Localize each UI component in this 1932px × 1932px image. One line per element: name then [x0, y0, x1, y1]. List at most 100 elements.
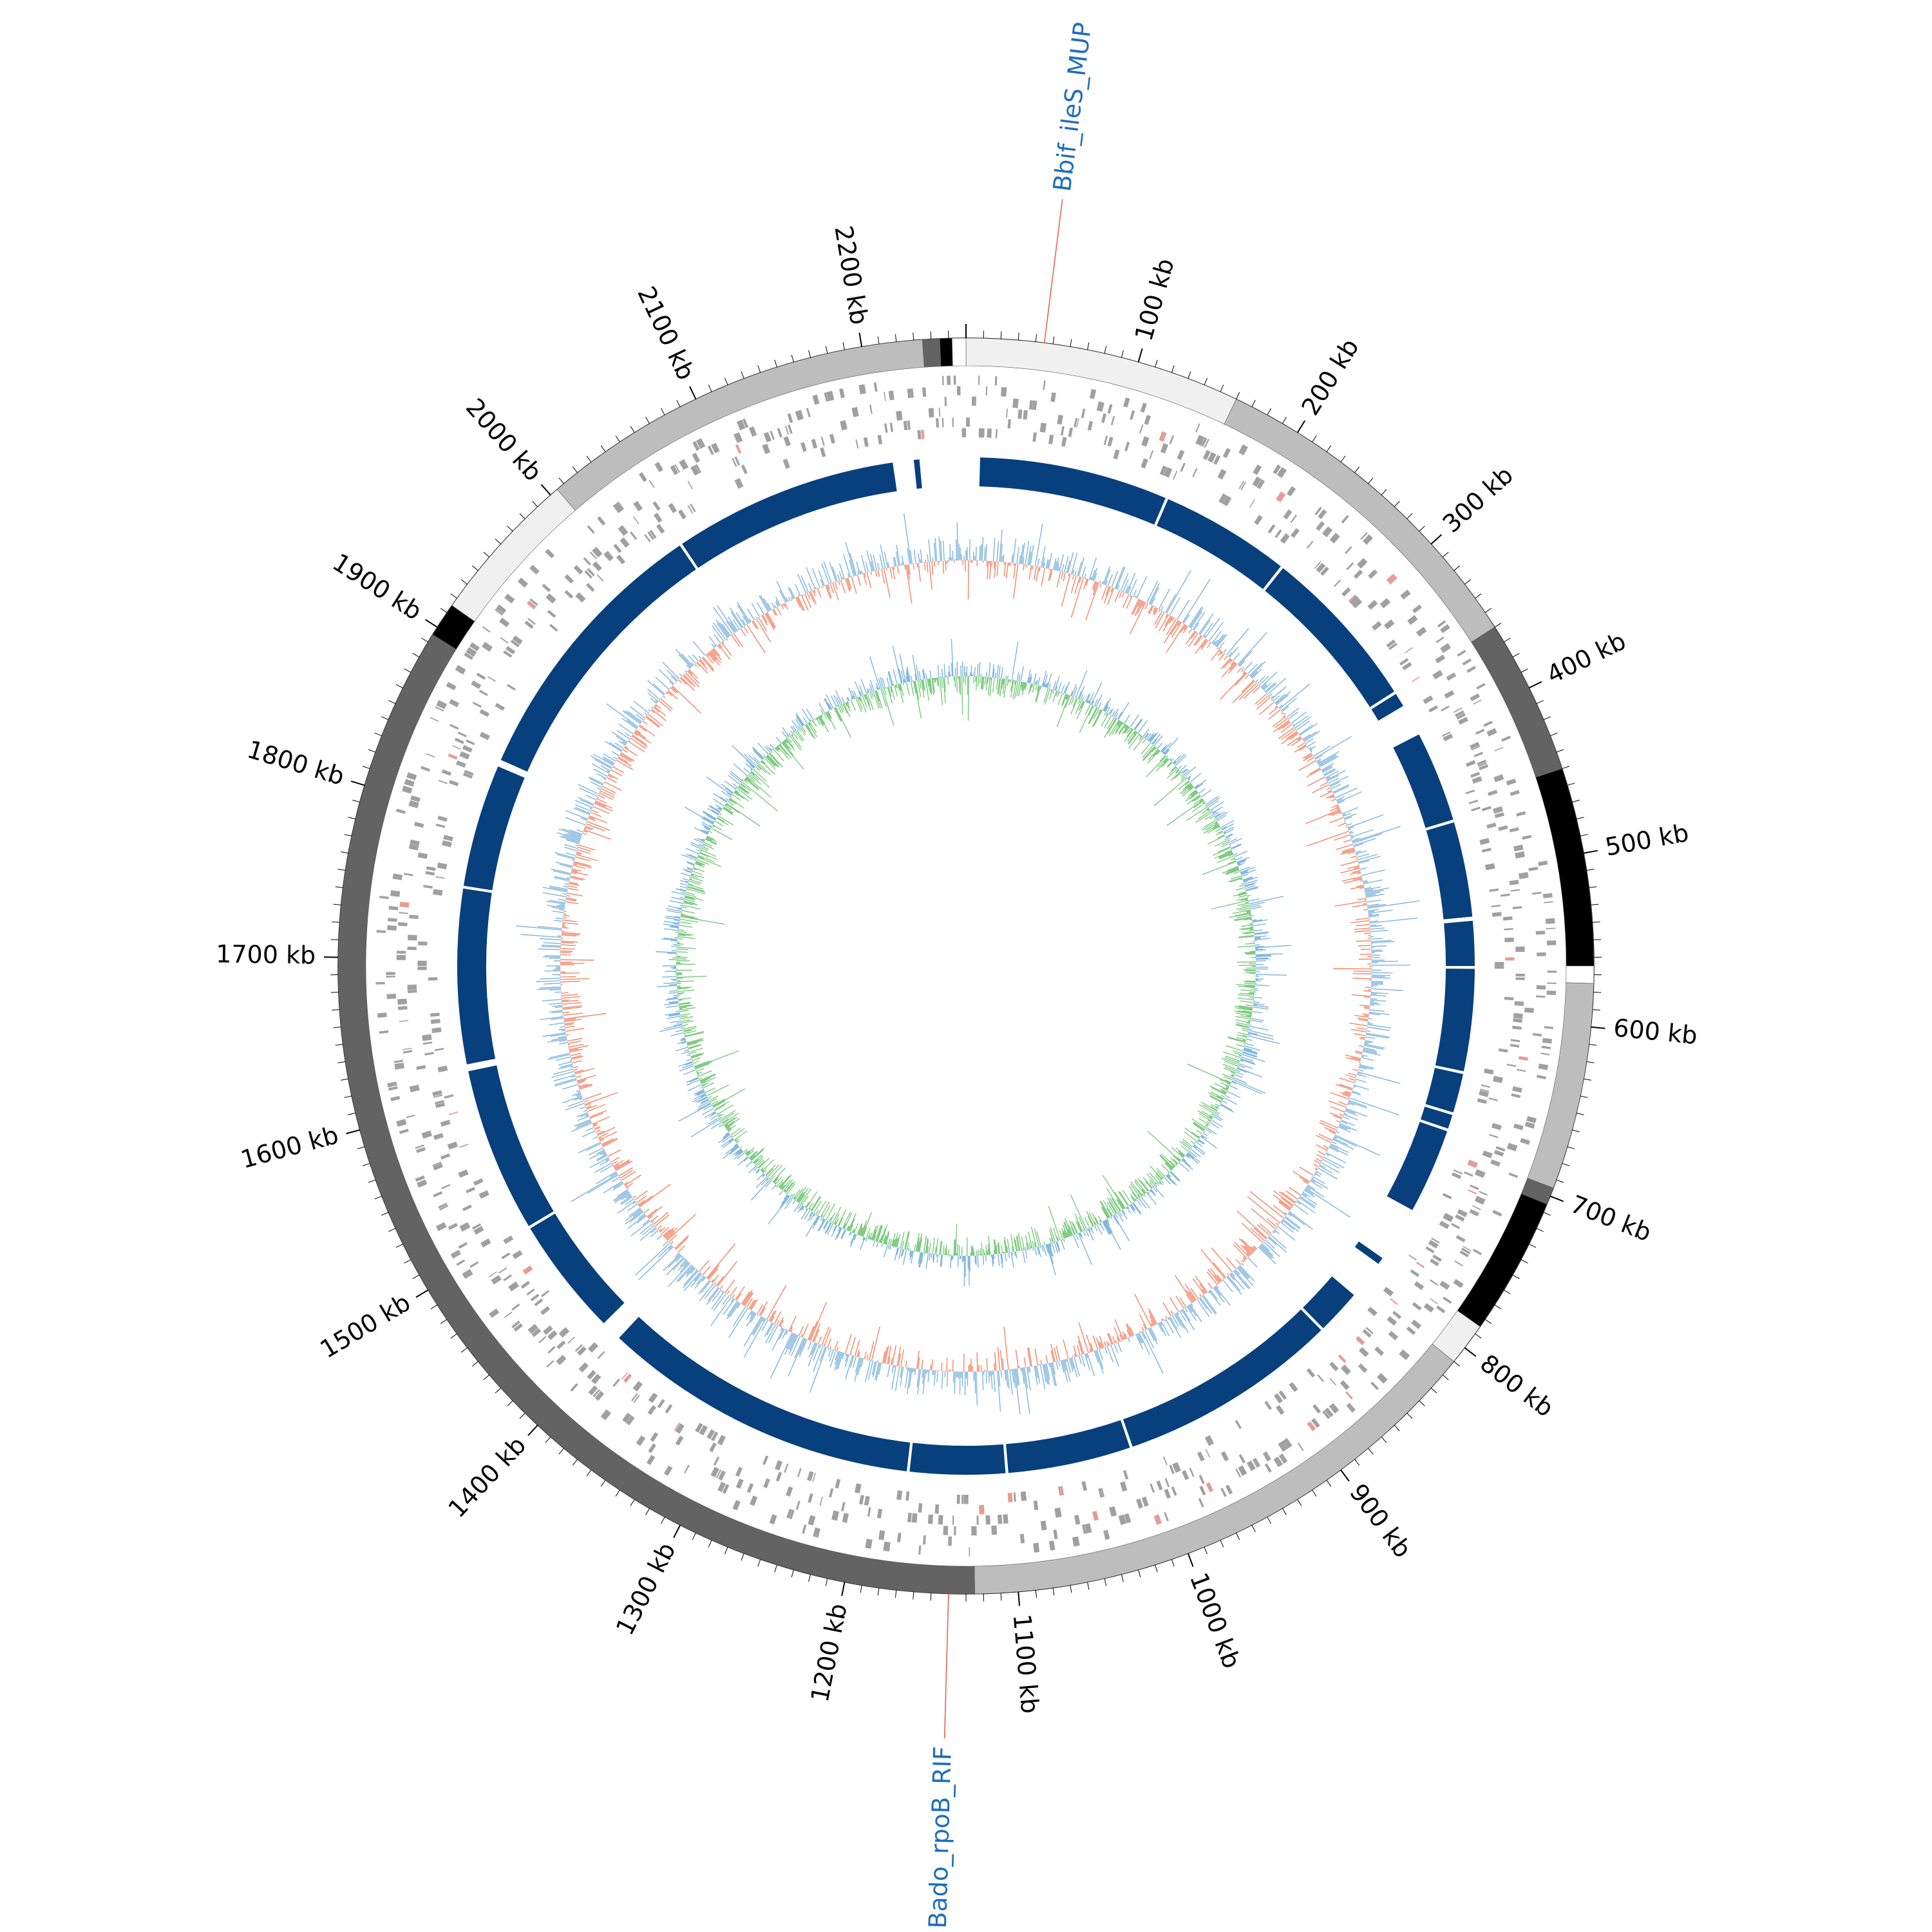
gene-187 [1532, 891, 1542, 895]
gene-633 [413, 822, 424, 828]
gc-skew-bar-1102 [898, 1248, 902, 1259]
gc-content-bar-996 [1005, 1369, 1009, 1387]
gene-23 [1061, 426, 1065, 436]
gc-content-bar-2027 [928, 539, 931, 562]
gc-skew-bar-983 [1003, 1240, 1007, 1253]
gc-content-bar-929 [1086, 1352, 1095, 1376]
gc-content-bar-1092 [887, 1345, 892, 1365]
gc-skew-bar-1213 [810, 1196, 820, 1211]
gene-512 [527, 1323, 538, 1334]
gene-9 [1001, 387, 1007, 397]
major-tick [1430, 534, 1443, 545]
gc-content-bar-1212 [749, 1300, 757, 1310]
gene-608 [417, 941, 428, 946]
gc-skew-bar-1817 [772, 748, 773, 750]
gc-skew-bar-711 [1193, 1121, 1206, 1130]
gc-skew-bar-1474 [682, 1024, 688, 1027]
gc-content-bar-1166 [791, 1336, 801, 1356]
gc-content-bar-695 [1311, 1178, 1329, 1189]
gc-content-bar-1829 [706, 653, 709, 656]
gc-content-bar-1087 [891, 1365, 895, 1374]
gc-skew-bar-632 [1237, 1067, 1263, 1078]
gc-content-bar-962 [1045, 1354, 1048, 1364]
gc-skew-bar-1641 [689, 879, 702, 884]
gc-content-bar-1363 [611, 1177, 620, 1182]
gc-content-bar-808 [1208, 1269, 1220, 1283]
gc-content-bar-321 [1302, 734, 1311, 740]
gc-content-bar-1959 [848, 578, 852, 589]
gc-skew-bar-1197 [822, 1205, 831, 1218]
gc-skew-bar-906 [1064, 1218, 1073, 1236]
gc-content-bar-790 [1226, 1257, 1237, 1269]
gc-content-bar-1848 [712, 622, 726, 640]
gc-skew-bar-1331 [734, 1130, 747, 1141]
gc-content-bar-284 [1274, 694, 1286, 704]
gc-content-bar-1151 [808, 1343, 818, 1367]
gc-skew-bar-262 [1173, 761, 1177, 764]
gene-75 [1276, 467, 1287, 478]
gc-content-bar-592 [1345, 1057, 1361, 1062]
gc-content-bar-1037 [954, 1371, 956, 1394]
gc-content-bar-1677 [594, 802, 613, 812]
gc-content-bar-576 [1364, 1041, 1372, 1044]
gc-content-bar-1962 [851, 576, 857, 594]
gc-skew-bar-233 [1142, 746, 1155, 761]
gc-content-bar-359 [1326, 770, 1346, 781]
gc-skew-bar-1320 [740, 1146, 743, 1149]
gc-skew-bar-1288 [755, 1168, 760, 1173]
gc-content-bar-1400 [592, 1136, 598, 1139]
gene-601 [386, 976, 395, 978]
gene-399 [979, 1504, 985, 1515]
gene-391 [1020, 1491, 1027, 1501]
gc-skew-bar-1672 [685, 848, 699, 855]
gc-content-bar-154 [1148, 583, 1160, 605]
gc-content-bar-65 [1041, 567, 1046, 586]
gc-skew-bar-194 [1124, 724, 1128, 730]
gc-content-bar-1982 [875, 570, 878, 577]
gene-734 [690, 503, 696, 513]
gc-skew-bar-153 [1095, 694, 1103, 708]
gc-skew-bar-358 [1223, 826, 1234, 833]
gene-394 [1007, 1492, 1013, 1502]
gc-content-bar-943 [1070, 1358, 1074, 1369]
gene-237 [1479, 1090, 1489, 1097]
gc-skew-bar-1782 [750, 771, 755, 776]
gc-content-bar-51 [1027, 545, 1032, 565]
gc-content-bar-1633 [576, 854, 598, 862]
gc-content-bar-1508 [562, 1005, 583, 1009]
gc-content-bar-1091 [888, 1356, 891, 1365]
gc-skew-bar-64 [1018, 681, 1022, 697]
gc-content-bar-1621 [572, 868, 582, 872]
gc-content-bar-1460 [571, 1066, 573, 1068]
gc-content-bar-1713 [602, 755, 615, 764]
gc-content-bar-1680 [585, 795, 596, 800]
gc-content-bar-350 [1321, 762, 1334, 771]
gene-628 [417, 852, 428, 859]
gc-skew-bar-883 [1090, 1227, 1094, 1235]
gc-skew-bar-1003 [987, 1248, 989, 1255]
gc-content-bar-1609 [569, 882, 579, 886]
gc-content-bar-2002 [896, 545, 900, 566]
gene-285 [1430, 1279, 1439, 1286]
gc-skew-bar-208 [1128, 732, 1138, 744]
gc-skew-bar-108 [1057, 691, 1060, 697]
gc-skew-bar-354 [1221, 826, 1227, 830]
gc-skew-bar-1001 [988, 1236, 991, 1255]
gc-skew-bar-533 [1243, 981, 1256, 983]
gc-skew-bar-619 [1241, 1056, 1254, 1062]
gene-103 [1368, 569, 1378, 579]
gc-content-bar-956 [1050, 1343, 1056, 1362]
gc-skew-bar-1337 [722, 1135, 732, 1143]
gene-770 [812, 394, 820, 405]
gc-skew-bar-840 [1117, 1199, 1124, 1209]
gc-skew-bar-362 [1207, 835, 1226, 845]
gc-skew-bar-291 [1184, 782, 1191, 788]
gc-content-bar-250 [1220, 672, 1247, 700]
gc-skew-bar-1618 [683, 898, 695, 902]
gene-665 [446, 681, 457, 691]
gc-skew-bar-1638 [685, 880, 689, 883]
gc-content-bar-1182 [780, 1327, 783, 1331]
gc-content-bar-189 [1183, 625, 1188, 630]
gc-content-bar-1991 [886, 568, 887, 571]
gene-380 [1081, 1524, 1086, 1534]
